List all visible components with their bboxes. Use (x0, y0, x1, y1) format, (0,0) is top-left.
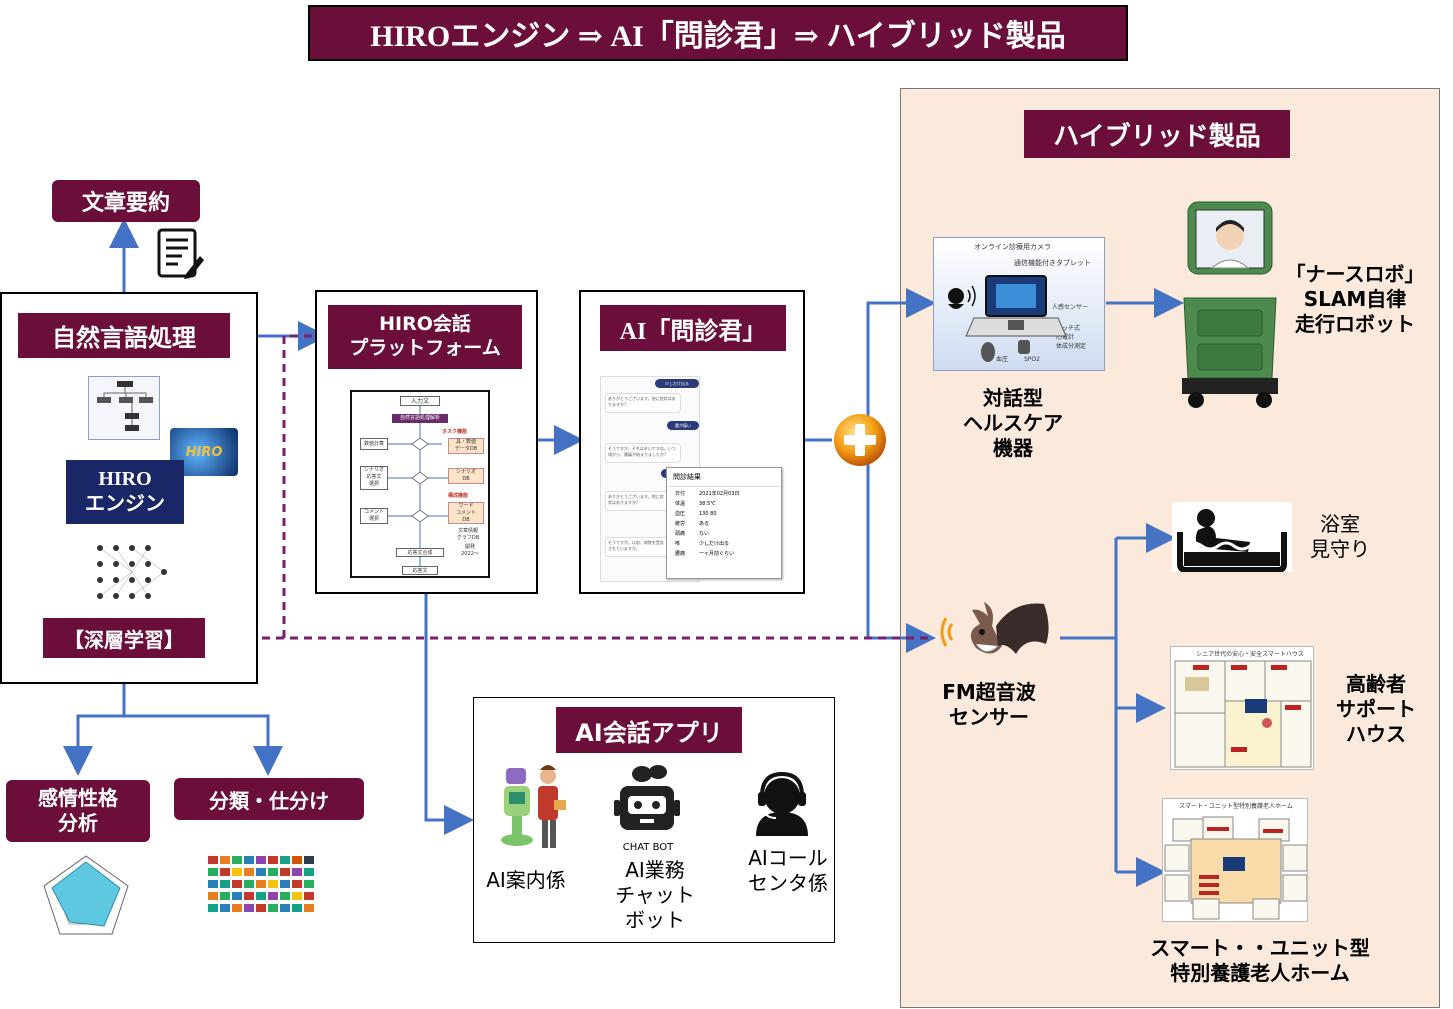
apps-title: AI会話アプリ (556, 707, 742, 753)
chat-bubble: そうですか。それは辛いですね。いつ頃から、腰痛が始まりましたか? (605, 443, 681, 463)
result-title: 問診結果 (667, 468, 781, 487)
flow-dev: 開発 2022〜 (461, 544, 479, 557)
result-row: 腰痛一ヶ月前ぐらい (675, 551, 735, 557)
deep-learning-label: 【深層学習】 (43, 618, 205, 658)
emotion-analysis-label: 感情性格 分析 (6, 780, 150, 842)
neural-network-image (92, 538, 172, 606)
house-title: シニア世代の安心・安全スマートハウス (1196, 651, 1304, 658)
app-chatbot-label: AI業務 チャット ボット (615, 858, 695, 932)
platform-title: HIRO会話 プラットフォーム (328, 305, 522, 369)
bat-sensor-icon (936, 596, 1060, 668)
robot-label: 「ナースロボ」 SLAM自律 走行ロボット (1285, 262, 1425, 336)
house-label: 高齢者 サポート ハウス (1336, 672, 1416, 746)
plus-icon (832, 412, 888, 468)
flow-input: 入力文 (400, 396, 440, 406)
sensor-label: FM超音波 センサー (942, 680, 1036, 729)
chat-bubble: 腰が痛い (667, 421, 699, 430)
device-sensor-note: 人感センサー (1052, 304, 1089, 311)
flow-task-title: タスク機能 (442, 429, 468, 435)
hybrid-title: ハイブリッド製品 (1024, 110, 1290, 158)
healthcare-device-image: オンライン診療用カメラ 通信機能付きタブレット 人感センサー タッチ式 心電計 … (933, 237, 1105, 371)
nurse-robot-image (1180, 198, 1280, 410)
document-icon (156, 228, 206, 280)
app-guide-label: AI案内係 (486, 868, 566, 892)
summary-label: 文章要約 (52, 180, 200, 222)
tree-diagram-image (88, 376, 160, 440)
guide-robot-icon (490, 760, 570, 852)
category-icons-image (206, 854, 322, 920)
flow-scenario: シナリオ 応答文 選択 (360, 466, 388, 490)
radar-chart-image (40, 852, 132, 938)
platform-flowchart: 入力文 自然言語処理解析 数値計算 シナリオ 応答文 選択 コメント 選択 応答… (350, 390, 490, 578)
device-tablet-note: 通信機能付きタブレット (1014, 259, 1091, 267)
chatbot-icon (610, 764, 684, 838)
bath-icon (1172, 502, 1292, 573)
monshin-title: AI「問診君」 (600, 305, 786, 351)
chat-bubble: ありがとうございます。他に症状はありますか? (605, 491, 669, 511)
hiro-engine-label: HIRO エンジン (66, 460, 184, 524)
call-center-icon (752, 771, 812, 836)
device-camera-note: オンライン診療用カメラ (974, 243, 1051, 251)
smart-house-image: シニア世代の安心・安全スマートハウス (1170, 646, 1314, 770)
chat-bubble: そうですか。以前、病院を受診されていますか。 (605, 537, 669, 557)
flow-output: 応答文 (402, 566, 438, 575)
nursing-home-image: スマート・ユニット型特別養護老人ホーム (1162, 798, 1308, 922)
home-title: スマート・ユニット型特別養護老人ホーム (1179, 803, 1293, 810)
flow-calc: 数値計算 (360, 438, 388, 450)
home-label: スマート・・ユニット型 特別養護老人ホーム (1150, 936, 1370, 985)
result-row: 疲労ある (675, 521, 710, 527)
flow-merge: 応答文合成 (396, 548, 444, 557)
device-bp-note: 血圧 (996, 356, 1009, 363)
chat-bubble: ありがとうございます。他に症状はありますか? (605, 393, 681, 413)
device-spo2-note: SPO2 (1024, 356, 1040, 363)
flow-db2: シナリオ DB (448, 468, 484, 484)
flow-parse: 自然言語処理解析 (392, 414, 448, 423)
chatbot-caption: CHAT BOT (622, 842, 674, 853)
flow-db4: 文章情報 グラフDB (456, 528, 480, 541)
flow-db1: 具・数値 データDB (448, 438, 484, 454)
device-touch-note: タッチ式 心電計 体成分測定 (1056, 325, 1087, 350)
page-title: HIROエンジン ⇒ AI「問診君」⇒ ハイブリッド製品 (308, 5, 1128, 61)
bath-label: 浴室 見守り (1310, 512, 1370, 561)
result-row: 頭痛ない (675, 531, 710, 537)
flow-config-title: 構成機能 (448, 493, 469, 499)
app-callcenter-label: AIコール センタ係 (748, 846, 828, 895)
flow-db3: ワード コメント DB (448, 502, 484, 524)
hiro-logo-text: HIRO (185, 444, 223, 460)
result-row: 咳少しだけ出る (675, 541, 730, 547)
chat-bubble: 少しだけ出る (655, 379, 699, 388)
nlp-label: 自然言語処理 (18, 313, 230, 358)
device-label: 対話型 ヘルスケア 機器 (963, 386, 1063, 460)
flow-comment: コメント 選択 (360, 508, 388, 524)
classification-label: 分類・仕分け (174, 778, 364, 820)
